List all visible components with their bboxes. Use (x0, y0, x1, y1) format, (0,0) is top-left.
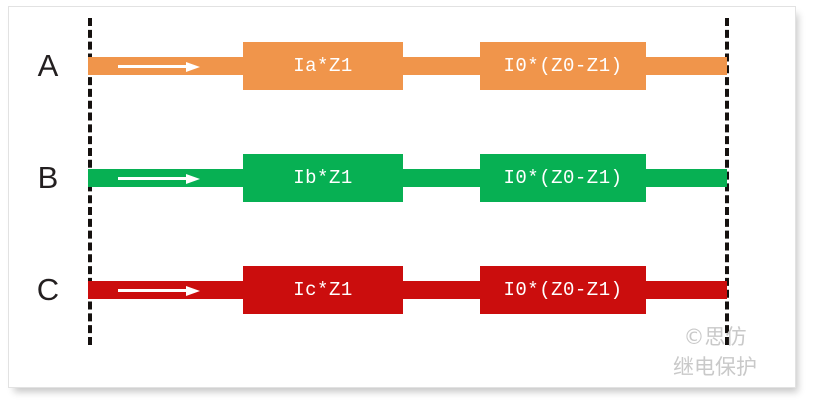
phase-b-block-2: I0*(Z0-Z1) (480, 154, 646, 202)
right-boundary-dashed-line (725, 18, 729, 345)
arrow-shaft (118, 65, 188, 68)
arrow-head (186, 62, 200, 72)
phase-c-block-1: Ic*Z1 (243, 266, 403, 314)
right-arrow-icon (118, 286, 200, 296)
phase-a-block-2: I0*(Z0-Z1) (480, 42, 646, 90)
phase-label-b: B (37, 160, 59, 195)
arrow-shaft (118, 289, 188, 292)
arrow-head (186, 174, 200, 184)
watermark: ©思仿 继电保护 (650, 322, 780, 382)
right-arrow-icon (118, 174, 200, 184)
phase-row-c: C Ic*Z1 I0*(Z0-Z1) (0, 260, 816, 320)
phase-a-block-1: Ia*Z1 (243, 42, 403, 90)
phase-b-block-1: Ib*Z1 (243, 154, 403, 202)
arrow-head (186, 286, 200, 296)
phase-label-c: C (36, 272, 60, 307)
phase-row-b: B Ib*Z1 I0*(Z0-Z1) (0, 148, 816, 208)
right-arrow-icon (118, 62, 200, 72)
phase-c-block-2: I0*(Z0-Z1) (480, 266, 646, 314)
watermark-line-1: ©思仿 (683, 325, 747, 349)
phase-label-a: A (37, 48, 59, 83)
arrow-shaft (118, 177, 188, 180)
phase-row-a: A Ia*Z1 I0*(Z0-Z1) (0, 36, 816, 96)
watermark-line-2: 继电保护 (673, 355, 757, 379)
